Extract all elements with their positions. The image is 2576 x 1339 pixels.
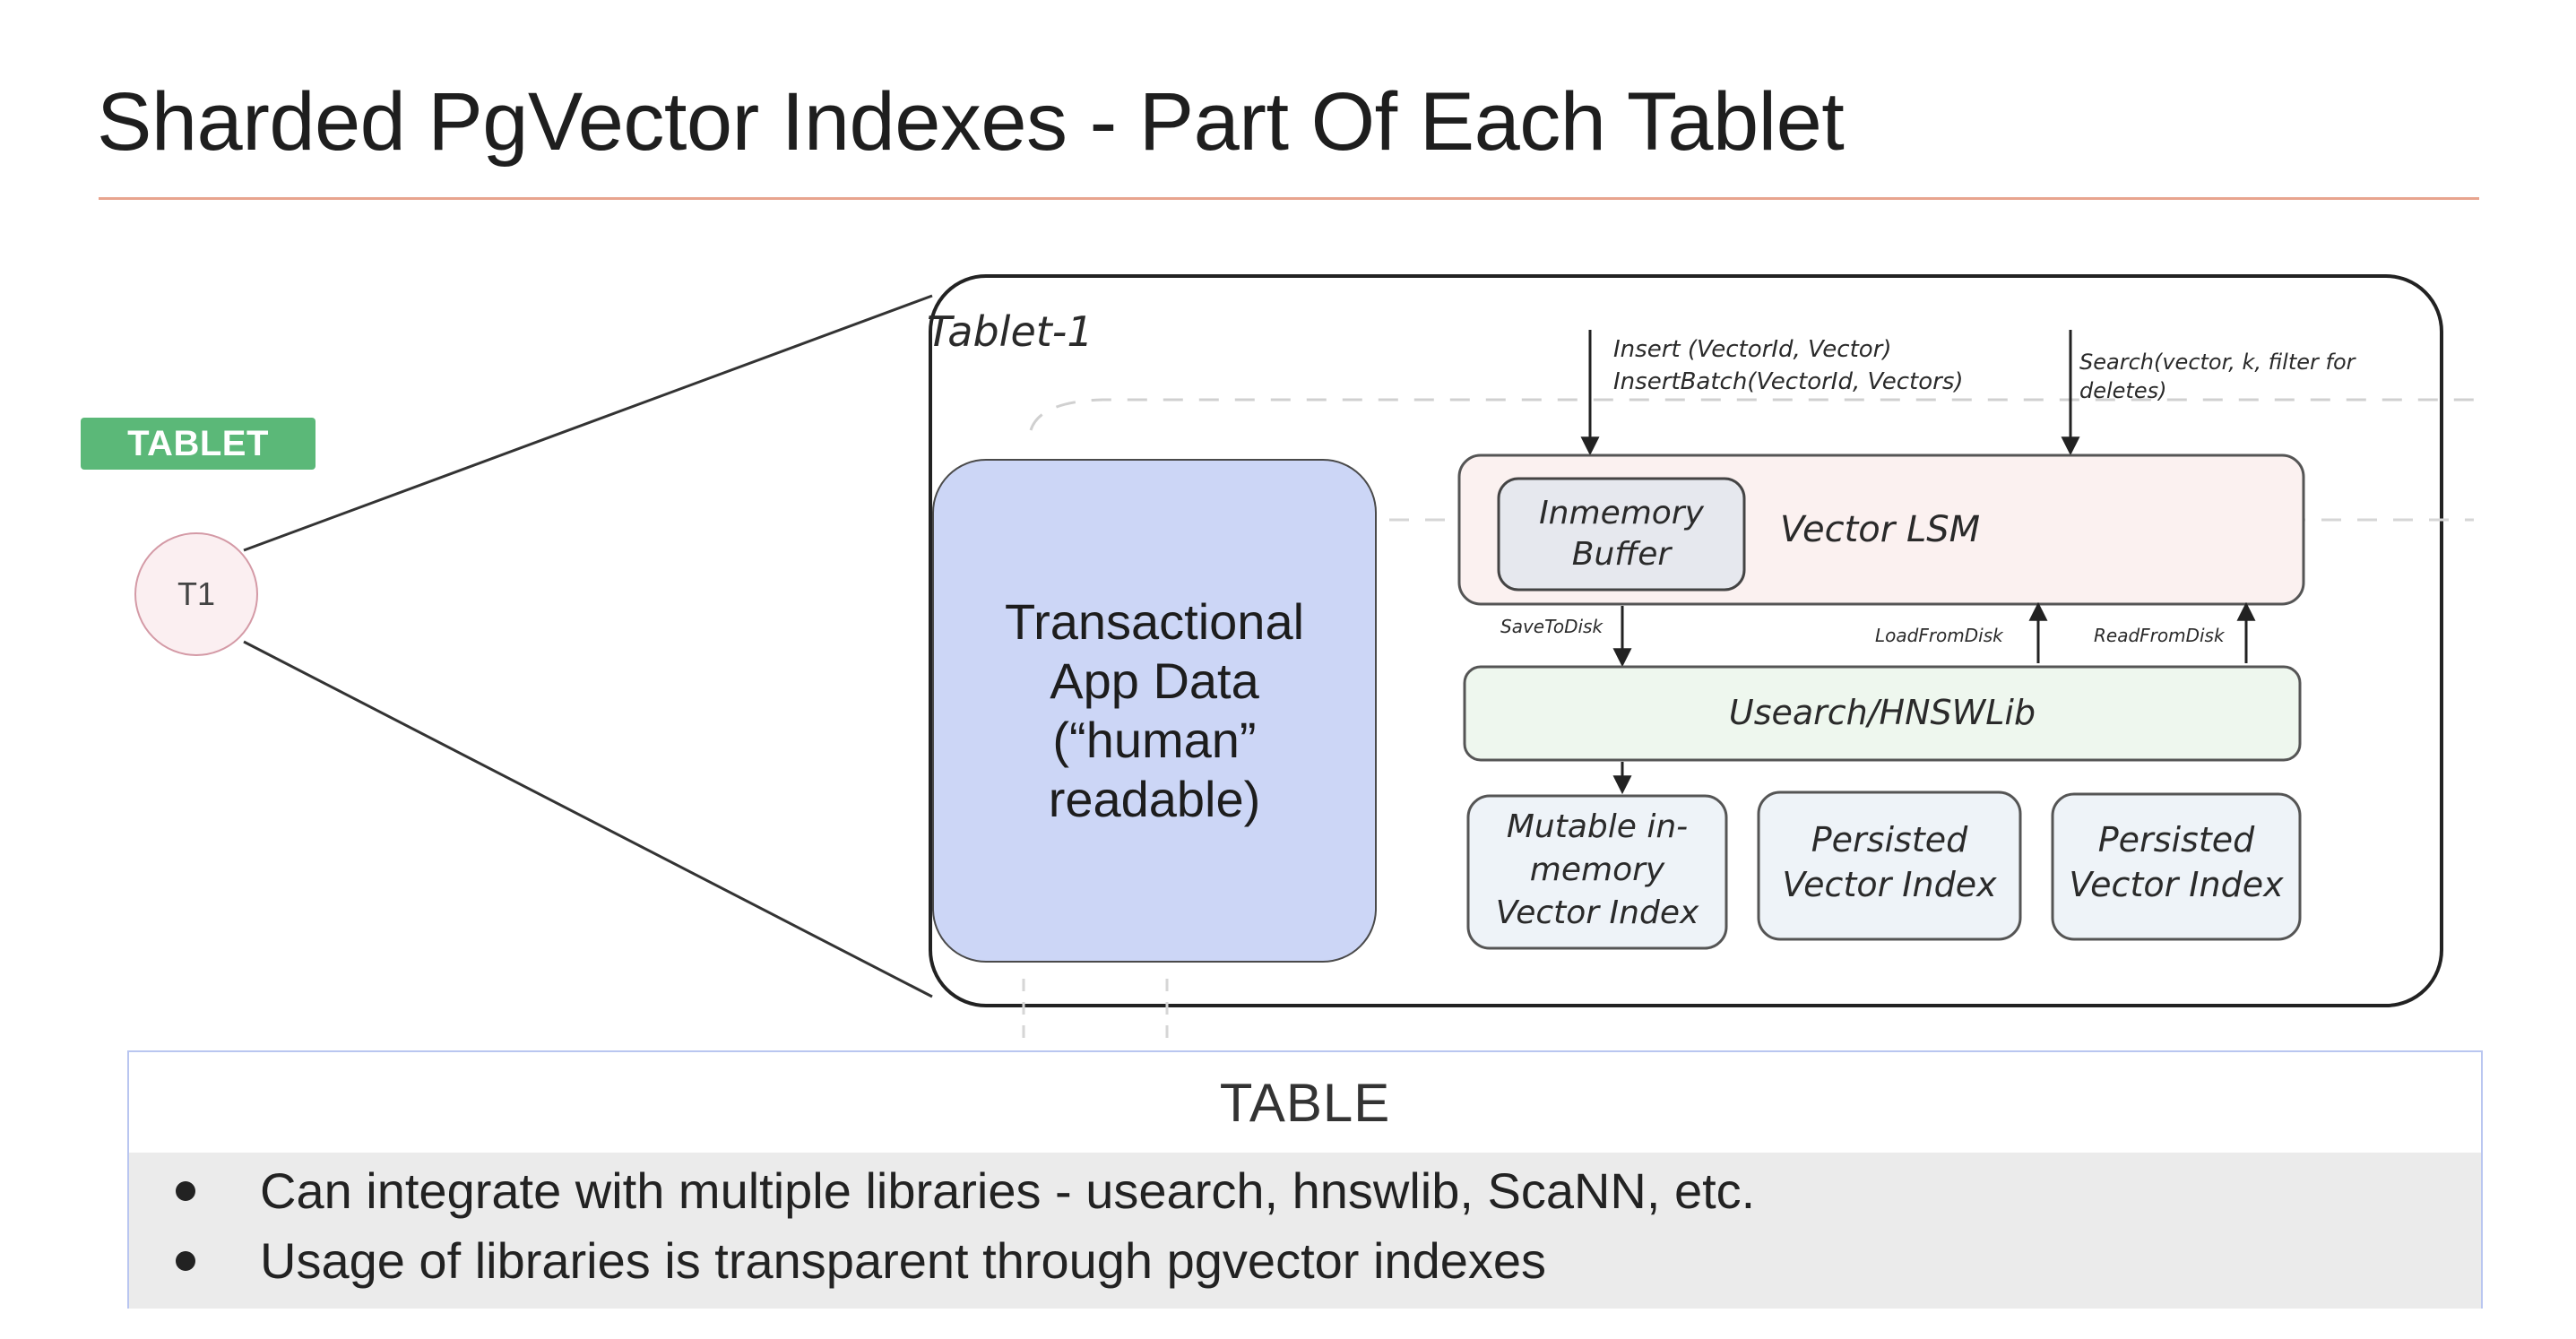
persisted-2-line1: Persisted: [2098, 820, 2255, 860]
zoom-line-top: [243, 294, 933, 552]
transactional-line-4: readable): [1048, 771, 1261, 827]
slide-title: Sharded PgVector Indexes - Part Of Each …: [97, 76, 1845, 168]
zoom-line-bottom: [243, 640, 933, 998]
tablet-tag: TABLET: [81, 418, 316, 470]
bullet-item: Can integrate with multiple libraries - …: [176, 1162, 1755, 1220]
search-op-line2: deletes): [2079, 378, 2166, 403]
transactional-line-2: App Data: [1050, 652, 1259, 709]
tablet-node-t1: T1: [134, 532, 258, 656]
bullet-text: Can integrate with multiple libraries - …: [260, 1162, 1756, 1219]
transactional-app-data-box: Transactional App Data (“human” readable…: [932, 459, 1377, 963]
table-bullets: Can integrate with multiple libraries - …: [129, 1153, 2481, 1309]
bullet-item: Usage of libraries is transparent throug…: [176, 1231, 1546, 1290]
persisted-2-line2: Vector Index: [2069, 865, 2284, 904]
mutable-index-line1: Mutable in-: [1507, 808, 1688, 845]
tablet-outline: [929, 274, 2443, 1007]
mutable-index-box: [1466, 794, 1728, 950]
table-panel: TABLE Can integrate with multiple librar…: [127, 1050, 2483, 1309]
insert-batch-op: InsertBatch(VectorId, Vectors): [1613, 368, 1964, 395]
load-label: LoadFromDisk: [1875, 625, 2004, 646]
vector-lsm-label: Vector LSM: [1780, 509, 1980, 550]
dashed-guide: [1029, 398, 2483, 431]
search-op-line1: Search(vector, k, filter for: [2079, 350, 2357, 375]
persisted-1-line2: Vector Index: [1782, 865, 1997, 904]
read-label: ReadFromDisk: [2094, 625, 2226, 646]
bullet-text: Usage of libraries is transparent throug…: [260, 1232, 1546, 1289]
mutable-index-line2: memory: [1530, 851, 1665, 888]
persisted-1-line1: Persisted: [1811, 820, 1968, 860]
transactional-line-3: (“human”: [1052, 712, 1257, 768]
tablet-label: Tablet-1: [927, 307, 1094, 356]
persisted-index-box-2: [2051, 792, 2302, 941]
usearch-label: Usearch/HNSWLib: [1729, 693, 2036, 732]
bullet-dot: [176, 1250, 195, 1271]
bullet-dot: [176, 1180, 195, 1201]
buffer-label-1: Inmemory: [1539, 495, 1705, 531]
save-label: SaveToDisk: [1500, 616, 1604, 637]
usearch-box: [1463, 665, 2302, 762]
insert-op: Insert (VectorId, Vector): [1613, 336, 1892, 363]
table-heading: TABLE: [1219, 1072, 1391, 1133]
title-divider: [99, 197, 2479, 200]
transactional-line-1: Transactional: [1004, 593, 1305, 650]
persisted-index-box-1: [1757, 790, 2022, 941]
buffer-label-2: Buffer: [1572, 536, 1673, 573]
mutable-index-line3: Vector Index: [1496, 894, 1699, 931]
inmemory-buffer-box: [1497, 477, 1746, 592]
